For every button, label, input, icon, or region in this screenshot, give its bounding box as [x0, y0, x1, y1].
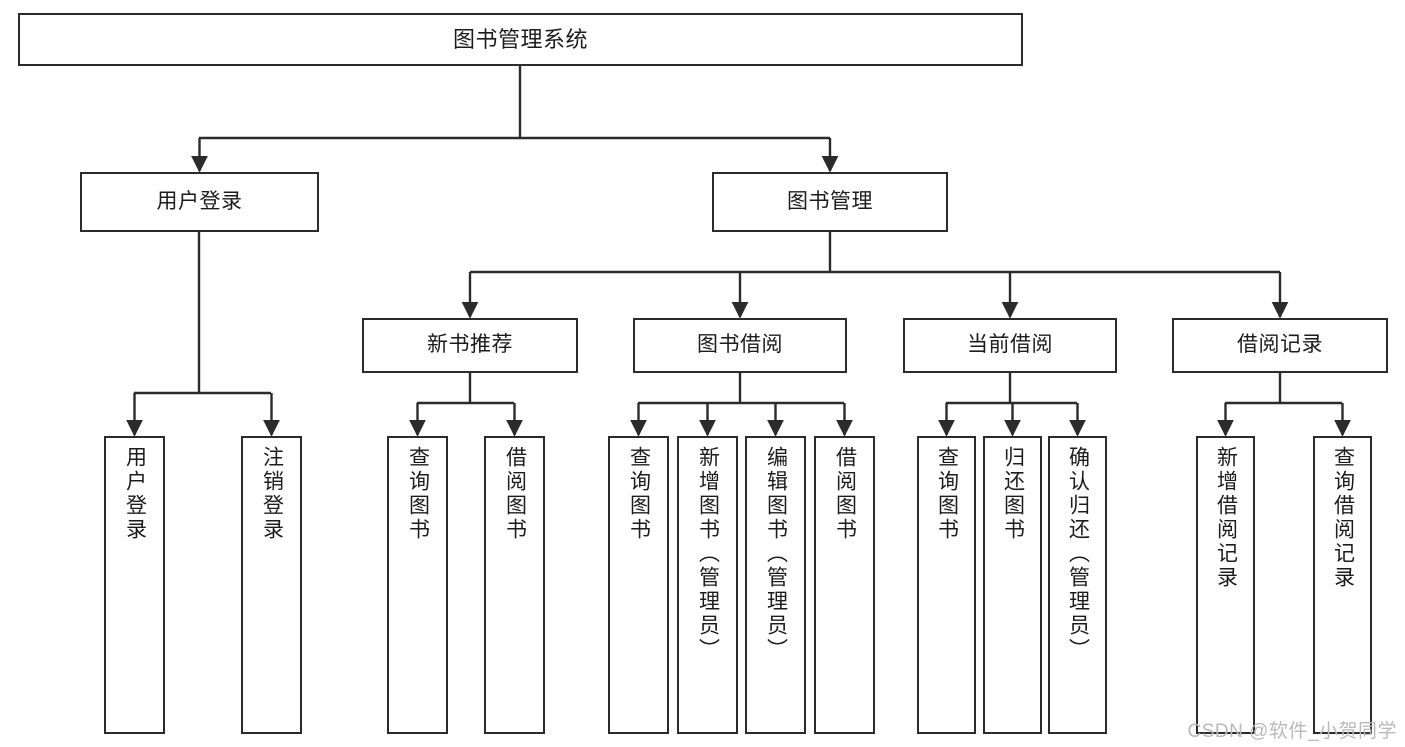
node-borrow-records[interactable]: 借阅记录: [1172, 318, 1388, 373]
leaf-records-add-record[interactable]: 新增借阅记录: [1196, 436, 1255, 734]
leaf-borrow-query-book-label: 查询图书: [627, 446, 651, 542]
node-book-borrow[interactable]: 图书借阅: [633, 318, 847, 373]
leaf-borrow-query-book[interactable]: 查询图书: [608, 436, 669, 734]
leaf-current-query-book[interactable]: 查询图书: [917, 436, 976, 734]
node-new-book-recommend[interactable]: 新书推荐: [362, 318, 578, 373]
leaf-borrow-add-book-admin[interactable]: 新增图书（管理员）: [677, 436, 738, 734]
leaf-records-query-record-label: 查询借阅记录: [1331, 446, 1355, 590]
leaf-borrow-edit-book-admin[interactable]: 编辑图书（管理员）: [745, 436, 806, 734]
node-new-book-recommend-label: 新书推荐: [427, 333, 513, 357]
leaf-user-login-label: 用户登录: [123, 446, 147, 542]
leaf-newbook-borrow-book-label: 借阅图书: [503, 446, 527, 542]
node-current-borrow-label: 当前借阅: [967, 333, 1053, 357]
leaf-user-logout-label: 注销登录: [260, 446, 284, 542]
node-user-login[interactable]: 用户登录: [80, 172, 319, 232]
leaf-user-login[interactable]: 用户登录: [104, 436, 165, 734]
node-book-management-label: 图书管理: [787, 189, 873, 213]
leaf-current-return-book-label: 归还图书: [1001, 446, 1025, 542]
leaf-records-query-record[interactable]: 查询借阅记录: [1313, 436, 1372, 734]
leaf-current-confirm-return-admin[interactable]: 确认归还（管理员）: [1048, 436, 1107, 734]
leaf-newbook-query-book[interactable]: 查询图书: [387, 436, 448, 734]
node-root-label: 图书管理系统: [452, 26, 588, 52]
leaf-current-return-book[interactable]: 归还图书: [983, 436, 1042, 734]
leaf-user-logout[interactable]: 注销登录: [241, 436, 302, 734]
leaf-borrow-add-book-admin-label: 新增图书（管理员）: [696, 446, 720, 662]
leaf-records-add-record-label: 新增借阅记录: [1214, 446, 1238, 590]
leaf-borrow-edit-book-admin-label: 编辑图书（管理员）: [764, 446, 788, 662]
leaf-current-query-book-label: 查询图书: [935, 446, 959, 542]
node-book-management[interactable]: 图书管理: [712, 172, 948, 232]
leaf-borrow-borrow-book-label: 借阅图书: [833, 446, 857, 542]
node-root[interactable]: 图书管理系统: [18, 13, 1023, 66]
node-book-borrow-label: 图书借阅: [697, 333, 783, 357]
watermark: CSDN @软件_小贺同学: [1187, 721, 1397, 742]
node-user-login-label: 用户登录: [156, 189, 243, 213]
leaf-newbook-borrow-book[interactable]: 借阅图书: [484, 436, 545, 734]
leaf-newbook-query-book-label: 查询图书: [406, 446, 430, 542]
node-current-borrow[interactable]: 当前借阅: [903, 318, 1117, 373]
leaf-current-confirm-return-admin-label: 确认归还（管理员）: [1066, 446, 1090, 662]
leaf-borrow-borrow-book[interactable]: 借阅图书: [814, 436, 875, 734]
node-borrow-records-label: 借阅记录: [1237, 333, 1323, 357]
